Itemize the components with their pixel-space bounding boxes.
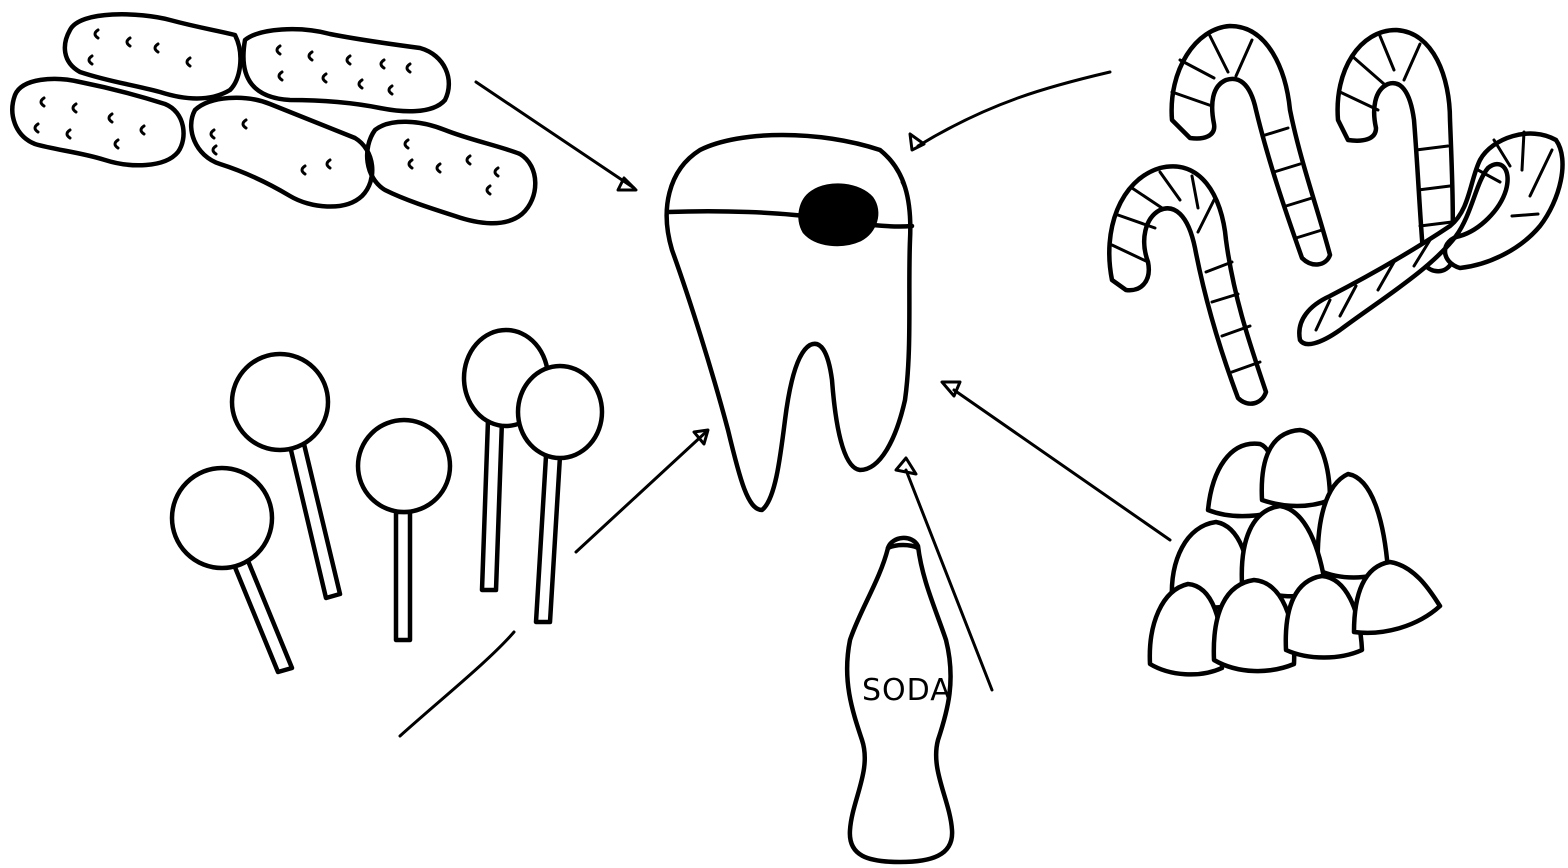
peanut-shell: [243, 29, 448, 111]
lollipops-stroke: [400, 632, 514, 736]
arrow-lollipops-to-tooth: [576, 432, 706, 552]
lollipop-stick: [290, 444, 340, 598]
lollipop-stick: [536, 456, 560, 622]
peanut-shell: [191, 98, 372, 207]
arrow-peanuts-to-tooth: [476, 82, 634, 188]
peanuts-group: [12, 14, 535, 223]
gumdrop: [1354, 562, 1440, 633]
lollipop-stick: [396, 512, 410, 640]
peanut-texture: [35, 30, 498, 194]
gumdrop: [1286, 576, 1362, 658]
arrowhead: [896, 458, 916, 474]
lollipop-candy: [232, 354, 328, 450]
gumdrop: [1262, 430, 1330, 506]
lollipop-stick: [482, 420, 502, 590]
candy-canes-group: [1109, 26, 1562, 404]
gumdrop: [1150, 584, 1222, 674]
tooth-outline: [667, 135, 911, 510]
cavity: [800, 185, 877, 245]
lollipops-group: [172, 330, 602, 672]
gumdrops-group: [1150, 430, 1440, 674]
soda-label: SODA: [862, 673, 952, 708]
arrow-gumdrops-to-tooth: [954, 390, 1170, 540]
lollipop-candy: [172, 468, 272, 568]
lollipop-candy: [358, 420, 450, 512]
peanut-shell: [367, 122, 535, 224]
soda-bottle-group: SODA: [847, 538, 952, 862]
arrow-candy-canes-to-tooth: [918, 72, 1110, 146]
lollipop-candy: [518, 366, 602, 458]
arrowhead: [910, 134, 924, 150]
tooth-group: [667, 135, 912, 510]
lollipop-stick: [232, 556, 292, 672]
